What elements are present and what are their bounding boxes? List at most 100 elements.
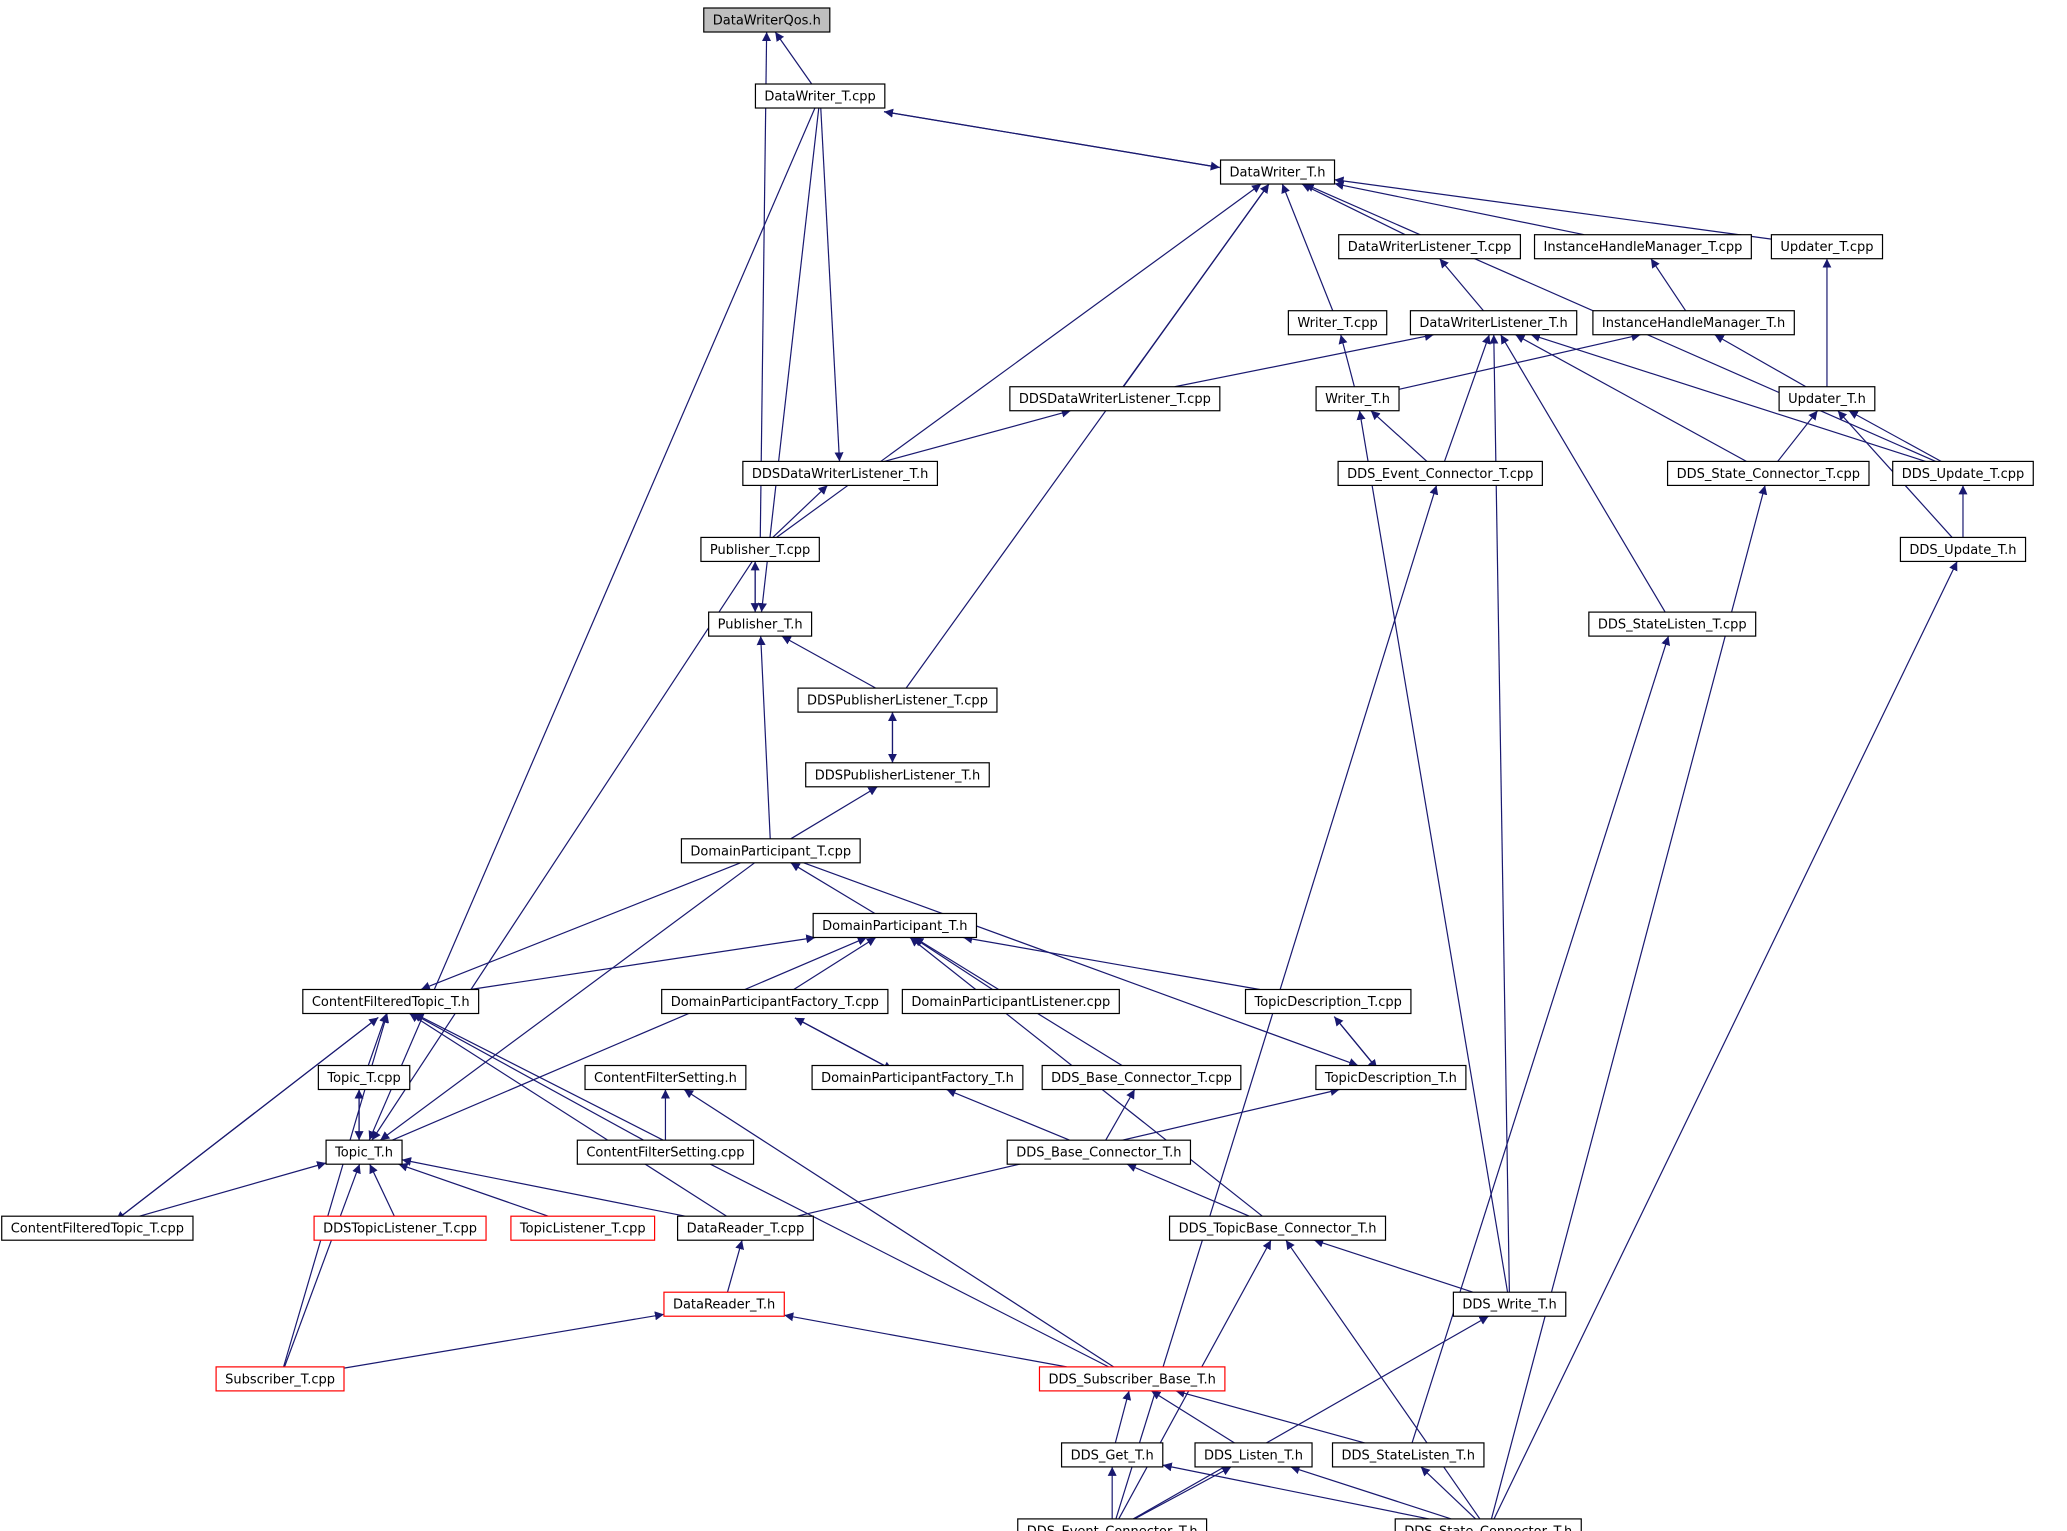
file-node-stconh[interactable]: DDS_State_Connector_T.h xyxy=(1394,1518,1582,1531)
file-node-box xyxy=(1338,234,1522,260)
file-node-label: ContentFilteredTopic_T.cpp xyxy=(11,1222,184,1237)
file-node-bconcpp[interactable]: DDS_Base_Connector_T.cpp xyxy=(1041,1064,1242,1091)
file-node-drh[interactable]: DataReader_T.h xyxy=(663,1291,785,1317)
file-node-toph[interactable]: Topic_T.h xyxy=(325,1139,403,1165)
file-node-dwlh[interactable]: DataWriterListener_T.h xyxy=(1409,310,1578,336)
file-node-dpfh[interactable]: DomainParticipantFactory_T.h xyxy=(811,1064,1024,1091)
dependency-edge-toph-to-dph xyxy=(391,936,867,1141)
dependency-edge-dpcpp-to-pubh xyxy=(756,636,771,839)
file-node-pubh[interactable]: Publisher_T.h xyxy=(708,611,813,637)
dependency-edge-evconcpp-to-wrh xyxy=(1370,410,1428,462)
file-node-ddsdwlh[interactable]: DDSDataWriterListener_T.h xyxy=(742,460,939,487)
file-node-ddsdwlcpp[interactable]: DDSDataWriterListener_T.cpp xyxy=(1009,386,1221,412)
file-node-label: DDS_Event_Connector_T.cpp xyxy=(1347,467,1533,482)
dependency-edge-cftcpp-to-toph xyxy=(139,1161,327,1217)
file-node-label: DDS_TopicBase_Connector_T.h xyxy=(1179,1222,1377,1237)
file-node-geth[interactable]: DDS_Get_T.h xyxy=(1060,1442,1164,1468)
file-node-label: DDSPublisherListener_T.cpp xyxy=(807,694,988,709)
dependency-edge-geth-to-subbaseh xyxy=(1114,1390,1132,1444)
file-node-dpcpp[interactable]: DomainParticipant_T.cpp xyxy=(680,838,861,864)
file-node-stconcpp[interactable]: DDS_State_Connector_T.cpp xyxy=(1666,460,1870,487)
file-node-label: InstanceHandleManager_T.cpp xyxy=(1544,240,1743,255)
dependency-edge-ddspublcpp-to-pubh xyxy=(781,635,877,689)
dependency-edge-subcpp-to-toph xyxy=(283,1163,361,1368)
file-node-evconcpp[interactable]: DDS_Event_Connector_T.cpp xyxy=(1337,460,1543,487)
dependency-edge-dplcpp-to-dph xyxy=(912,936,993,990)
file-node-dwlcpp[interactable]: DataWriterListener_T.cpp xyxy=(1338,234,1522,260)
file-node-evconh[interactable]: DDS_Event_Connector_T.h xyxy=(1017,1518,1208,1531)
file-node-dwth[interactable]: DataWriter_T.h xyxy=(1219,159,1336,185)
file-node-ddsupdh[interactable]: DDS_Update_T.h xyxy=(1899,536,2027,563)
file-node-dplcpp[interactable]: DomainParticipantListener.cpp xyxy=(901,988,1120,1015)
dependency-edge-evconh-to-listenh xyxy=(1134,1466,1232,1520)
dependency-edge-dpcpp-to-ddspublh xyxy=(790,786,878,840)
dependency-edge-stconh-to-geth xyxy=(1162,1462,1429,1520)
file-node-label: DDSDataWriterListener_T.h xyxy=(752,467,929,482)
dependency-edge-subbaseh-to-cfsh xyxy=(683,1089,1114,1368)
dependency-edge-ihmh-to-ihmcpp xyxy=(1650,258,1687,312)
dependency-edge-tdcpp-to-tdh xyxy=(1333,1016,1378,1070)
file-node-label: DDSPublisherListener_T.h xyxy=(815,768,981,783)
file-node-box xyxy=(1899,536,2027,563)
dependency-edge-stconcpp-to-updh xyxy=(1777,410,1819,462)
file-node-cfth[interactable]: ContentFilteredTopic_T.h xyxy=(302,988,480,1015)
dependency-edge-drcpp-to-toph xyxy=(401,1157,686,1217)
file-node-tlcpp[interactable]: TopicListener_T.cpp xyxy=(510,1215,656,1241)
file-node-label: DomainParticipantListener.cpp xyxy=(911,995,1110,1010)
file-node-label: DDS_State_Connector_T.cpp xyxy=(1677,467,1860,482)
dependency-edge-cfscpp-to-cfth xyxy=(412,1012,644,1141)
file-node-updcpp[interactable]: Updater_T.cpp xyxy=(1770,234,1884,260)
file-node-dph[interactable]: DomainParticipant_T.h xyxy=(812,912,978,939)
dependency-edge-dwtcpp-to-pubh xyxy=(758,107,820,613)
file-node-label: ContentFilterSetting.h xyxy=(594,1071,737,1086)
file-node-drcpp[interactable]: DataReader_T.cpp xyxy=(676,1215,814,1241)
dependency-edge-ddsdwlh-to-ddsdwlcpp xyxy=(884,408,1071,462)
file-node-ddspublh[interactable]: DDSPublisherListener_T.h xyxy=(805,762,990,788)
file-node-label: DataWriterListener_T.cpp xyxy=(1348,240,1512,255)
file-node-label: TopicDescription_T.h xyxy=(1324,1071,1457,1086)
file-node-subbaseh[interactable]: DDS_Subscriber_Base_T.h xyxy=(1038,1366,1226,1392)
file-node-tbconh[interactable]: DDS_TopicBase_Connector_T.h xyxy=(1168,1215,1387,1241)
file-node-ddspublcpp[interactable]: DDSPublisherListener_T.cpp xyxy=(797,687,998,713)
file-node-box xyxy=(754,83,886,109)
file-node-box xyxy=(703,7,831,33)
file-node-ihmcpp[interactable]: InstanceHandleManager_T.cpp xyxy=(1533,234,1752,260)
file-node-box xyxy=(1592,310,1795,336)
file-node-cftcpp[interactable]: ContentFilteredTopic_T.cpp xyxy=(1,1215,194,1241)
dependency-edge-dwlh-to-dwlcpp xyxy=(1439,258,1484,312)
file-node-cfscpp[interactable]: ContentFilterSetting.cpp xyxy=(576,1139,755,1165)
file-node-wrcpp[interactable]: Writer_T.cpp xyxy=(1287,310,1388,336)
file-node-pubcpp[interactable]: Publisher_T.cpp xyxy=(700,536,820,563)
file-node-ddsupdcpp[interactable]: DDS_Update_T.cpp xyxy=(1892,460,2034,487)
file-node-dpfcpp[interactable]: DomainParticipantFactory_T.cpp xyxy=(661,988,889,1015)
file-node-ihmh[interactable]: InstanceHandleManager_T.h xyxy=(1592,310,1795,336)
file-node-dwqos[interactable]: DataWriterQos.h xyxy=(703,7,831,33)
file-node-subcpp[interactable]: Subscriber_T.cpp xyxy=(215,1366,345,1392)
file-node-tdcpp[interactable]: TopicDescription_T.cpp xyxy=(1244,988,1412,1015)
file-node-ddstlcpp[interactable]: DDSTopicListener_T.cpp xyxy=(313,1215,487,1241)
dependency-edge-pubcpp-to-ddsdwlh xyxy=(772,484,828,538)
file-node-bconh[interactable]: DDS_Base_Connector_T.h xyxy=(1006,1139,1192,1165)
file-node-dwtcpp[interactable]: DataWriter_T.cpp xyxy=(754,83,886,109)
file-node-wrh[interactable]: Writer_T.h xyxy=(1315,386,1400,412)
file-node-label: TopicListener_T.cpp xyxy=(519,1222,646,1237)
dependency-edge-pubcpp-to-toph xyxy=(371,561,753,1141)
file-node-writeh[interactable]: DDS_Write_T.h xyxy=(1452,1291,1567,1317)
dependency-edge-updcpp-to-dwth xyxy=(1334,176,1772,240)
file-node-cfsh[interactable]: ContentFilterSetting.h xyxy=(584,1064,747,1091)
dependency-edge-evconcpp-to-dwlh xyxy=(1443,334,1491,462)
dependency-edge-ddstlcpp-to-toph xyxy=(369,1163,395,1217)
file-node-tdh[interactable]: TopicDescription_T.h xyxy=(1315,1064,1467,1091)
file-node-updh[interactable]: Updater_T.h xyxy=(1778,386,1876,412)
file-node-label: DomainParticipantFactory_T.cpp xyxy=(671,995,879,1010)
file-node-box xyxy=(663,1291,785,1317)
file-node-label: DDS_StateListen_T.h xyxy=(1342,1448,1475,1463)
file-node-label: DomainParticipantFactory_T.h xyxy=(821,1071,1014,1086)
file-node-topcpp[interactable]: Topic_T.cpp xyxy=(317,1064,411,1091)
file-node-label: DomainParticipant_T.h xyxy=(822,919,967,934)
dependency-edge-dpfcpp-to-dph xyxy=(793,936,877,990)
dependency-edge-drcpp-to-cfth xyxy=(409,1012,727,1217)
file-node-stlistcpp[interactable]: DDS_StateListen_T.cpp xyxy=(1588,611,1757,637)
file-node-listenh[interactable]: DDS_Listen_T.h xyxy=(1194,1442,1313,1468)
file-node-stlisth[interactable]: DDS_StateListen_T.h xyxy=(1331,1442,1485,1468)
